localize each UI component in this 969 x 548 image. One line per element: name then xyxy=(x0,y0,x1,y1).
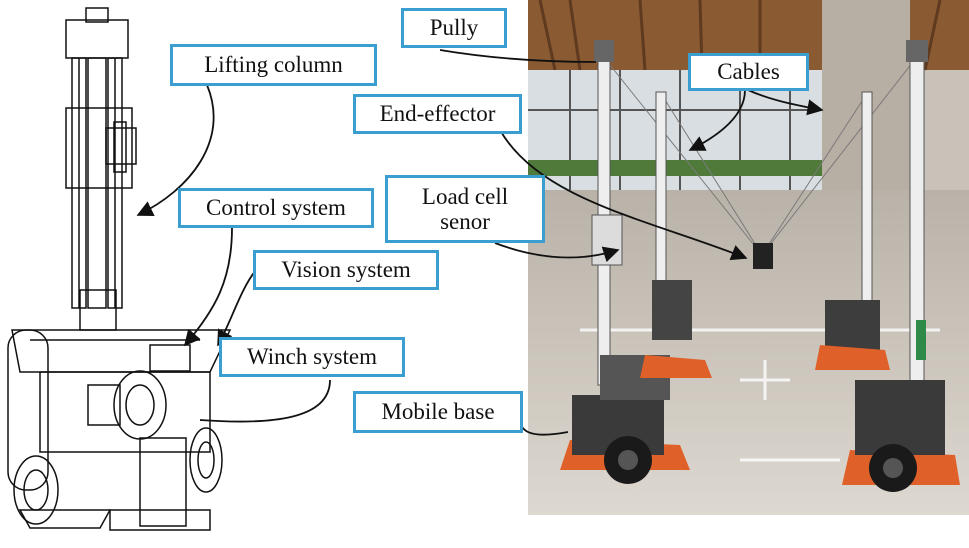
label-control-system-text: Control system xyxy=(206,195,346,221)
winch-drum xyxy=(113,370,167,440)
label-cables: Cables xyxy=(688,53,809,91)
label-mobile-base: Mobile base xyxy=(353,391,523,433)
label-lifting-column-text: Lifting column xyxy=(204,52,343,78)
photo-robot-back-right xyxy=(815,91,890,370)
arrow-control-system xyxy=(183,227,233,347)
label-winch-system-text: Winch system xyxy=(246,344,378,370)
photo-cables xyxy=(605,57,917,256)
label-pully: Pully xyxy=(401,8,507,48)
arrow-lifting-column xyxy=(136,84,215,216)
label-vision-system: Vision system xyxy=(253,250,439,290)
arrow-load-cell xyxy=(494,242,620,263)
left-wheel xyxy=(13,455,59,525)
label-cables-text: Cables xyxy=(717,59,780,85)
label-lifting-column: Lifting column xyxy=(170,44,377,86)
right-wheel xyxy=(189,427,223,493)
label-vision-system-text: Vision system xyxy=(281,257,411,283)
label-load-cell: Load cell senor xyxy=(385,175,545,243)
label-winch-system: Winch system xyxy=(219,337,405,377)
carriage-bracket xyxy=(105,127,137,165)
chassis-top-plate xyxy=(11,329,232,373)
photo-end-effector xyxy=(753,243,773,269)
battery-box xyxy=(139,437,187,527)
arrow-end-effector xyxy=(499,129,748,261)
arrow-cables-right xyxy=(747,89,824,116)
chassis-body xyxy=(39,371,211,453)
label-load-cell-line2: senor xyxy=(440,209,490,234)
arrow-cables-left xyxy=(688,89,746,151)
line-winch-system xyxy=(199,379,331,423)
photo-robot-front-left xyxy=(560,40,690,484)
label-end-effector: End-effector xyxy=(353,94,522,134)
cad-robot-drawing xyxy=(7,7,232,531)
column-carriage xyxy=(65,107,133,189)
label-pully-text: Pully xyxy=(429,15,479,41)
column-rail-center xyxy=(87,57,107,309)
annotation-arrows xyxy=(136,49,824,436)
photo-scene xyxy=(528,0,969,515)
column-top-knob xyxy=(85,7,109,23)
label-mobile-base-text: Mobile base xyxy=(381,399,495,425)
arrow-pully xyxy=(439,49,597,63)
photo-robot-back-left xyxy=(640,91,712,378)
column-top-cap xyxy=(65,19,129,59)
photo-robot-front-right xyxy=(842,40,960,492)
label-control-system: Control system xyxy=(178,188,374,228)
label-end-effector-text: End-effector xyxy=(379,101,496,127)
label-load-cell-line1: Load cell xyxy=(421,183,509,209)
